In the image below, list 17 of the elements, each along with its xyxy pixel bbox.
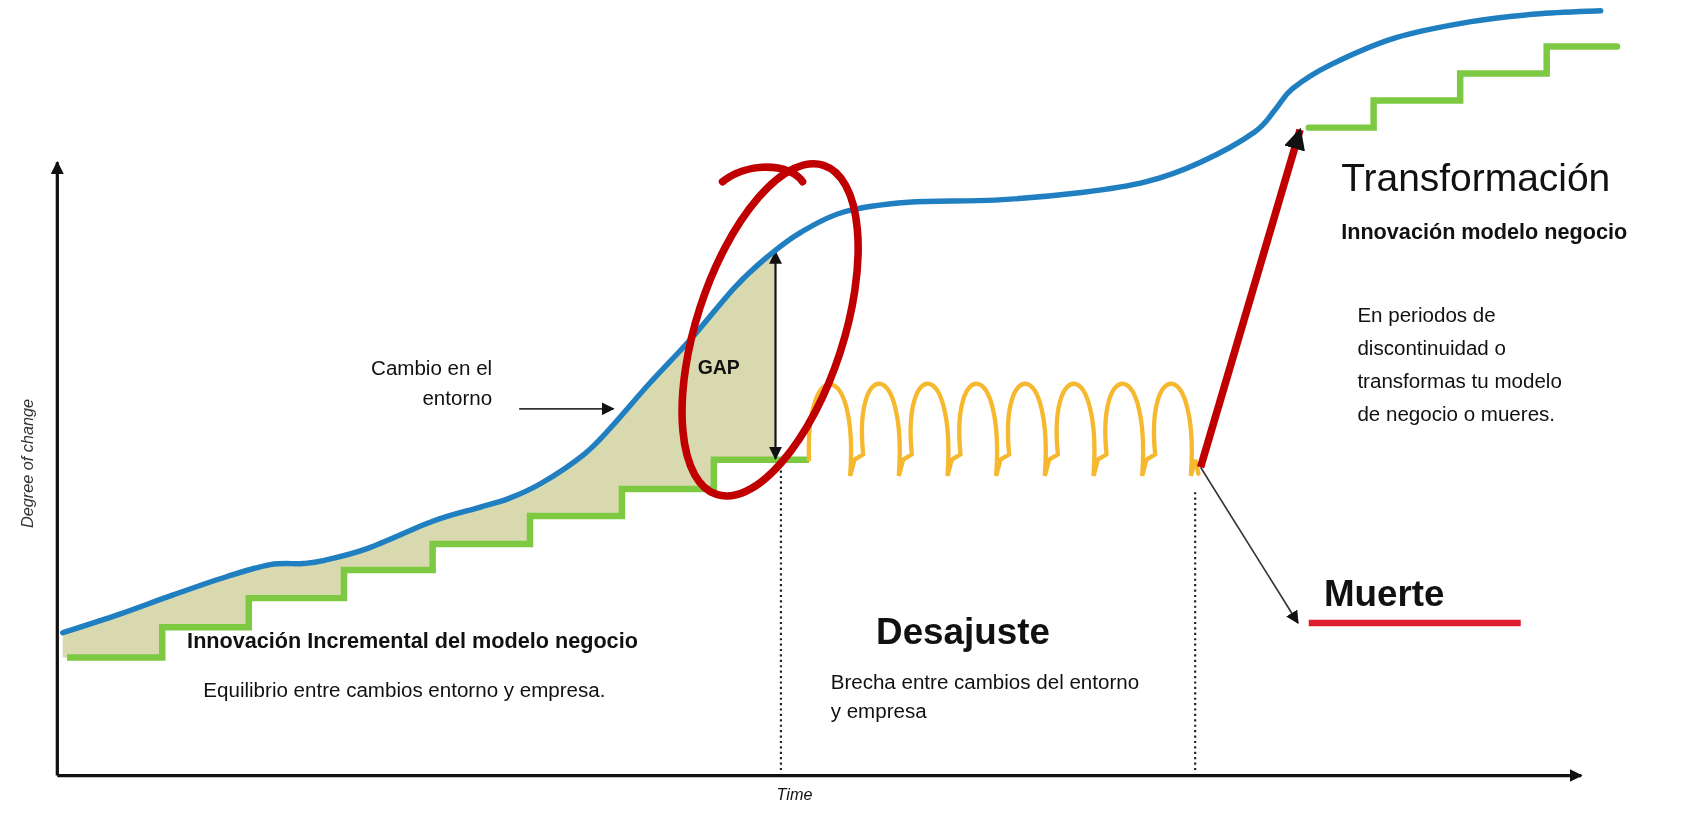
axis-label: Time xyxy=(776,784,813,806)
heading: Desajuste xyxy=(876,609,1050,654)
heading: Transformación xyxy=(1341,154,1611,203)
description-text: Brecha entre cambios del entorno y empresa xyxy=(830,669,1141,725)
arrow xyxy=(1196,127,1305,469)
annotation-text: Cambio en el entorno xyxy=(313,354,493,413)
gap-label: GAP xyxy=(697,355,740,381)
subheading: Innovación modelo negocio xyxy=(1341,218,1628,246)
note-text: En periodos de discontinuidad o transformas tu modelo de negocio o mueres. xyxy=(1357,302,1563,428)
oscillation-line xyxy=(806,381,1201,479)
step-line xyxy=(1305,43,1621,131)
axis-label: Degree of change xyxy=(16,398,38,530)
heading: Muerte xyxy=(1323,571,1445,616)
description-text: Equilibrio entre cambios entorno y empresa. xyxy=(203,677,607,703)
subheading: Innovación Incremental del modelo negocio xyxy=(187,627,638,655)
leader-line xyxy=(518,402,615,416)
arrow xyxy=(1199,466,1299,625)
